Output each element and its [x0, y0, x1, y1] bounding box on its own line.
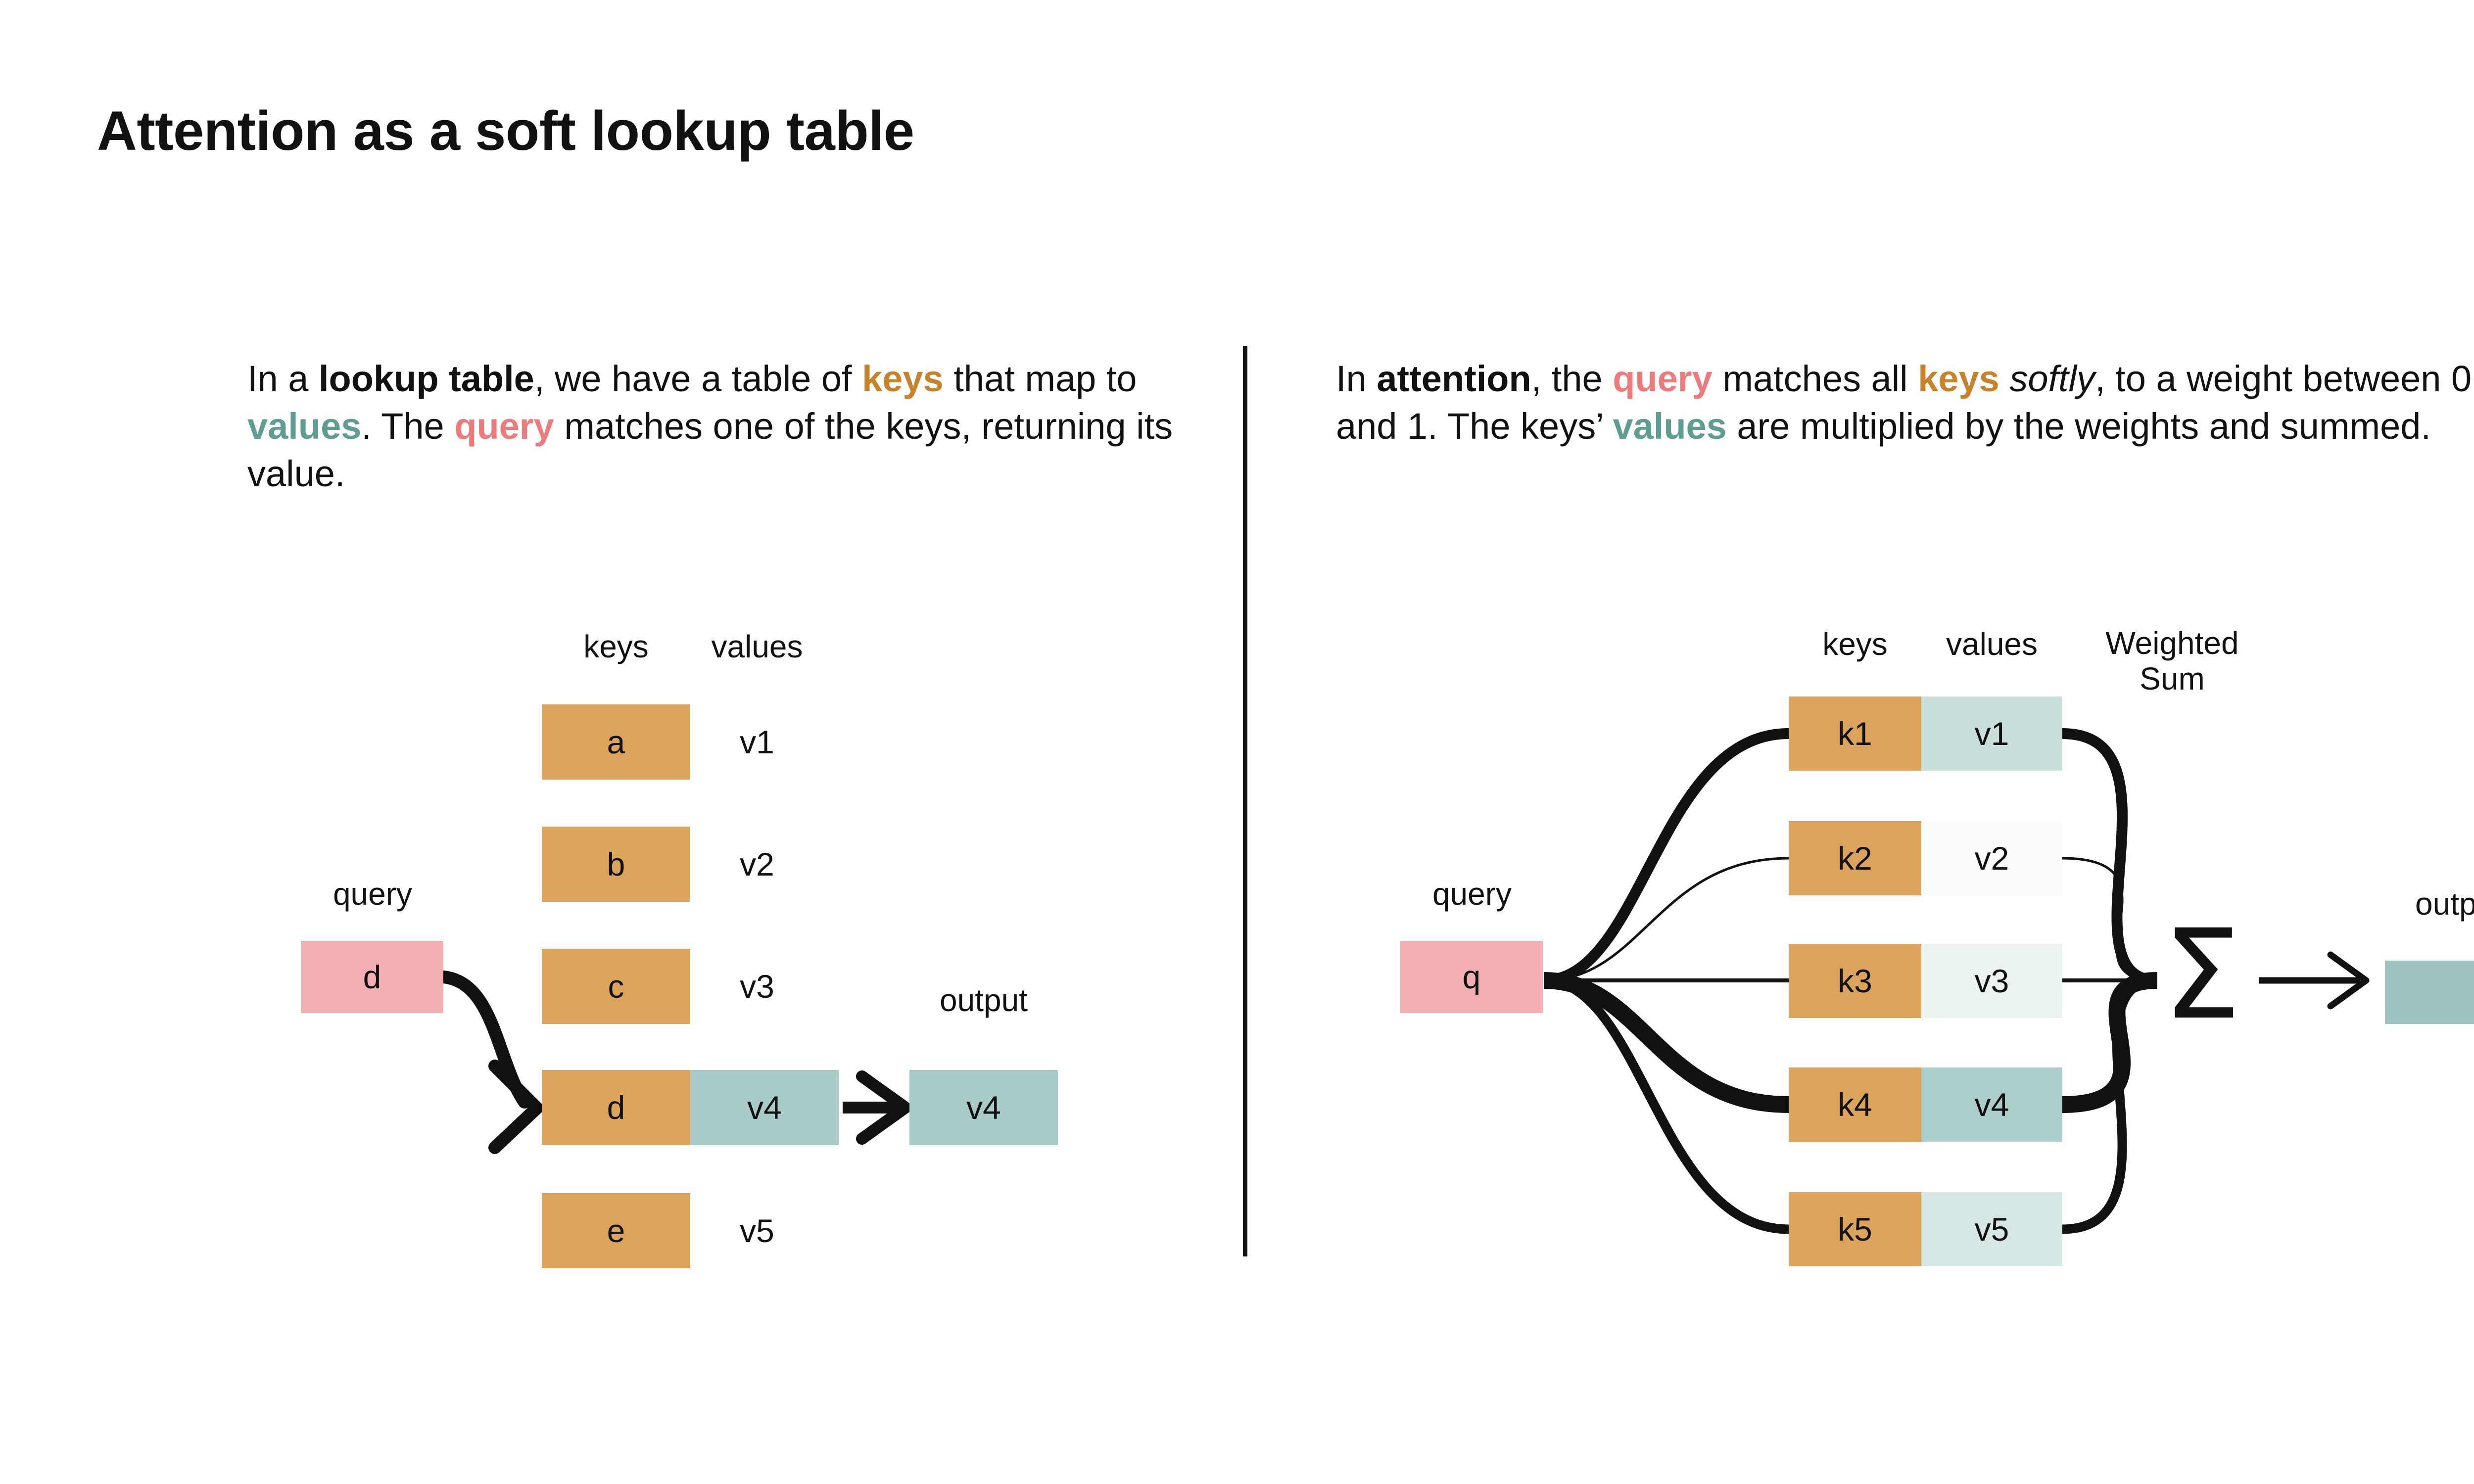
right-value-box-v2[interactable]: v2 [1921, 821, 2062, 895]
left-value-label-v3: v3 [740, 968, 774, 1005]
right-value-box-v4[interactable]: v4 [1921, 1067, 2062, 1142]
value-to-output-arrowhead [856, 1070, 911, 1145]
left-matched-value-box[interactable]: v4 [690, 1070, 839, 1145]
right-connectors [1543, 728, 2370, 1234]
left-text-seg9: matches one of the keys, returning its v… [247, 406, 1173, 495]
right-key-box-k3[interactable]: k3 [1789, 944, 1921, 1018]
left-text-keys: keys [862, 358, 944, 399]
left-key-box-c[interactable]: c [542, 949, 690, 1024]
weighted-sum-line2: Sum [2140, 660, 2205, 696]
left-connectors [437, 971, 911, 1154]
right-text-attention: attention [1377, 358, 1531, 399]
left-key-box-b[interactable]: b [542, 827, 690, 902]
sum-to-output-arrowhead [2327, 951, 2370, 1010]
left-key-box-e[interactable]: e [542, 1193, 690, 1268]
left-values-header: values [711, 629, 803, 664]
v4-to-sum-line [2062, 972, 2158, 1113]
right-text-seg5: matches all [1712, 358, 1918, 399]
right-key-box-k4[interactable]: k4 [1789, 1067, 1921, 1142]
column-divider [1243, 346, 1247, 1256]
right-text-softly: softly [1999, 358, 2095, 399]
right-text-seg3: , the [1531, 358, 1613, 399]
left-value-label-v2: v2 [740, 846, 774, 882]
page-title: Attention as a soft lookup table [97, 100, 914, 162]
right-text-values: values [1613, 406, 1727, 447]
v1-to-sum-line [2062, 728, 2158, 986]
right-query-label: query [1432, 876, 1512, 912]
left-text-seg7: . The [361, 406, 455, 447]
right-text-seg1: In [1336, 358, 1377, 399]
left-query-label: query [333, 876, 413, 912]
left-paragraph: In a lookup table, we have a table of ke… [247, 355, 1232, 498]
query-to-k5-line [1543, 975, 1789, 1234]
right-query-box[interactable]: q [1400, 941, 1543, 1013]
right-values-header: values [1946, 626, 2038, 662]
right-value-box-v5[interactable]: v5 [1921, 1192, 2062, 1266]
left-text-query: query [454, 406, 554, 447]
v2-to-sum-line [2062, 857, 2158, 982]
query-to-key-arrowhead [488, 1060, 543, 1154]
left-text-seg3: , we have a table of [534, 358, 862, 399]
left-key-box-a[interactable]: a [542, 704, 690, 780]
query-to-k4-line [1543, 972, 1789, 1113]
left-output-box[interactable]: v4 [909, 1070, 1058, 1145]
left-text-values: values [247, 406, 362, 447]
left-keys-header: keys [583, 629, 649, 664]
left-text-lookup-table: lookup table [319, 358, 534, 399]
left-value-label-v5: v5 [740, 1212, 774, 1249]
right-value-box-v3[interactable]: v3 [1921, 944, 2062, 1018]
sigma-summation-icon: Σ [2163, 903, 2241, 1047]
right-text-query: query [1613, 358, 1713, 399]
right-key-box-k1[interactable]: k1 [1789, 696, 1921, 771]
weighted-sum-line1: Weighted [2105, 625, 2239, 661]
left-query-box[interactable]: d [301, 941, 443, 1013]
right-output-box[interactable] [2385, 961, 2474, 1024]
right-text-seg8: , to a weight between 0 and 1. The keys’ [1336, 358, 2472, 447]
left-output-label: output [940, 982, 1028, 1018]
left-key-box-d[interactable]: d [542, 1070, 690, 1145]
right-paragraph: In attention, the query matches all keys… [1336, 355, 2474, 450]
right-key-box-k2[interactable]: k2 [1789, 821, 1921, 895]
right-key-box-k5[interactable]: k5 [1789, 1192, 1921, 1266]
left-diagram: keys values a b c d e v1 v2 v3 v5 v4 que… [301, 629, 1058, 1268]
right-output-label: output [2415, 886, 2474, 922]
left-value-label-v1: v1 [740, 724, 774, 760]
right-keys-header: keys [1822, 626, 1888, 662]
left-text-seg1: In a [247, 358, 319, 399]
left-text-seg5: that map to [943, 358, 1137, 399]
right-text-seg10: are multiplied by the weights and summed… [1726, 406, 2431, 447]
query-to-k2-line [1543, 857, 1789, 982]
v5-to-sum-line [2062, 975, 2158, 1234]
query-to-k1-line [1543, 728, 1789, 986]
right-text-keys: keys [1918, 358, 1999, 399]
right-value-box-v1[interactable]: v1 [1921, 696, 2062, 771]
